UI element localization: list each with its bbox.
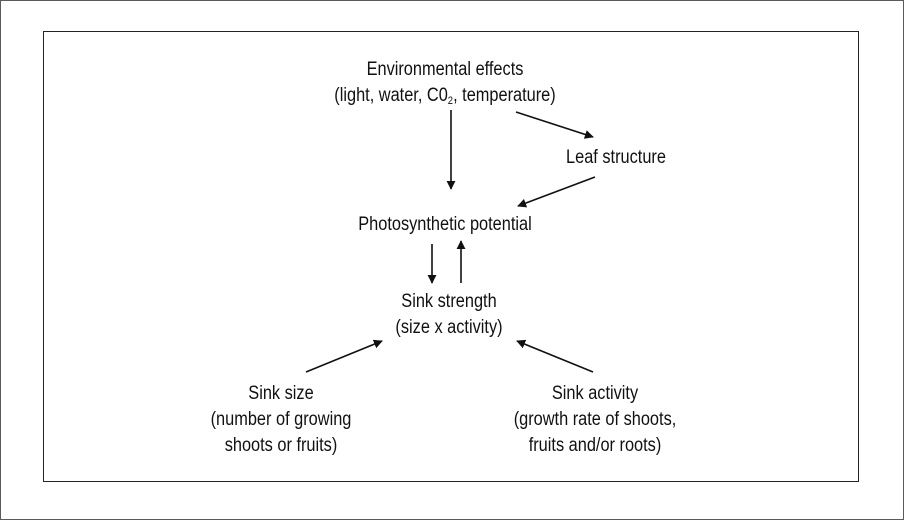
node-leaf-structure: Leaf structure: [530, 145, 702, 171]
node-sink-size: Sink size (number of growing shoots or f…: [178, 381, 384, 459]
photosynthetic-potential-title: Photosynthetic potential: [358, 214, 532, 235]
arrow-leaf-structure-to-photosynthetic: [517, 176, 596, 208]
sink-activity-detail-line1: (growth rate of shoots,: [513, 409, 677, 430]
sink-activity-title: Sink activity: [551, 383, 639, 404]
node-photosynthetic-potential: Photosynthetic potential: [316, 212, 574, 238]
environmental-detail-part1: (light, water, C0: [334, 85, 448, 106]
co2-subscript: 2: [447, 95, 454, 107]
sink-activity-detail-line2: fruits and/or roots): [528, 435, 662, 456]
sink-strength-title: Sink strength: [401, 291, 497, 312]
sink-size-title: Sink size: [248, 383, 314, 404]
environmental-effects-detail: (light, water, C02, temperature): [273, 83, 617, 109]
environmental-effects-title: Environmental effects: [366, 59, 524, 80]
sink-strength-detail: (size x activity): [395, 317, 503, 338]
arrow-sink-size-to-sink-strength: [305, 339, 383, 373]
sink-size-detail-line1: (number of growing: [210, 409, 352, 430]
environmental-detail-part2: , temperature): [453, 85, 556, 106]
arrow-sink-activity-to-sink-strength: [516, 339, 594, 373]
diagram-frame: [43, 31, 859, 482]
sink-size-detail-line2: shoots or fruits): [224, 435, 338, 456]
leaf-structure-title: Leaf structure: [566, 147, 666, 168]
node-sink-strength: Sink strength (size x activity): [363, 289, 535, 341]
node-sink-activity: Sink activity (growth rate of shoots, fr…: [483, 381, 707, 459]
arrow-environment-to-leaf-structure: [515, 111, 594, 139]
node-environmental-effects: Environmental effects (light, water, C02…: [273, 57, 617, 109]
